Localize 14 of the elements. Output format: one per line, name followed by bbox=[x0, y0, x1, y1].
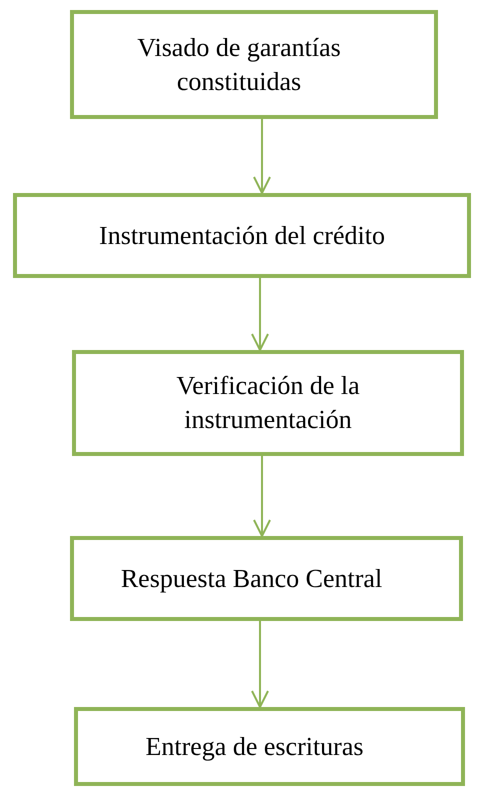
step-label: Entrega de escrituras bbox=[145, 730, 364, 763]
arrow bbox=[253, 119, 271, 194]
arrow bbox=[251, 621, 269, 708]
process-box bbox=[74, 707, 465, 786]
arrow bbox=[251, 278, 269, 351]
process-box bbox=[70, 536, 463, 621]
process-box bbox=[72, 350, 464, 456]
step-label: Respuesta Banco Central bbox=[120, 562, 382, 594]
step-label: Visado de garantías constituidas bbox=[136, 32, 342, 98]
arrow bbox=[253, 456, 271, 537]
process-box bbox=[70, 10, 438, 119]
process-box bbox=[13, 193, 471, 278]
step-label: Instrumentación del crédito bbox=[99, 220, 385, 252]
step-label: Verificación de la instrumentación bbox=[175, 370, 361, 436]
